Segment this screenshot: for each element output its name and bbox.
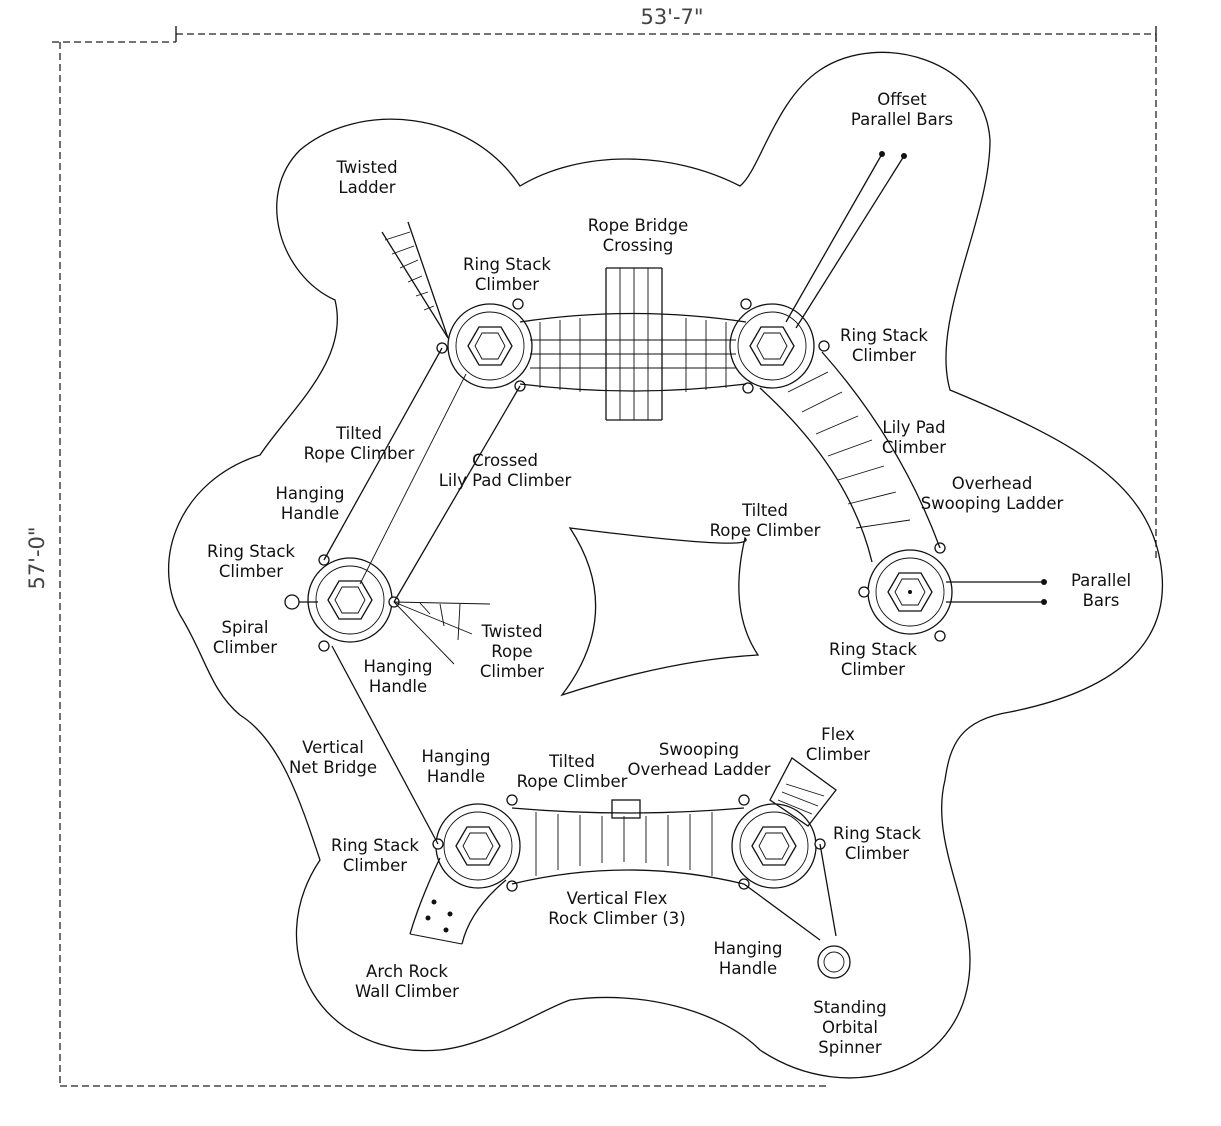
height-dimension: 57'-0"	[25, 526, 49, 589]
parallel-bars-right	[946, 579, 1047, 605]
arch-rock-wall	[409, 857, 507, 945]
safety-zone-outline	[167, 51, 1164, 1079]
top-bridge	[519, 267, 747, 421]
dimension-lines	[52, 26, 1157, 1087]
left-diagonal-climbers	[323, 347, 521, 603]
flex-climber	[769, 757, 837, 827]
twisted-ladder	[381, 221, 449, 339]
bottom-bridge	[511, 799, 745, 885]
width-dimension: 53'-7"	[640, 5, 703, 29]
central-shade	[560, 527, 760, 697]
standing-orbital-spinner	[743, 843, 851, 979]
overhead-swooping-ladder-right	[759, 351, 941, 563]
vertical-net-bridge	[331, 645, 439, 845]
offset-parallel-bars	[785, 151, 907, 329]
twisted-rope-climber	[393, 601, 491, 665]
spiral-climber	[284, 594, 318, 610]
